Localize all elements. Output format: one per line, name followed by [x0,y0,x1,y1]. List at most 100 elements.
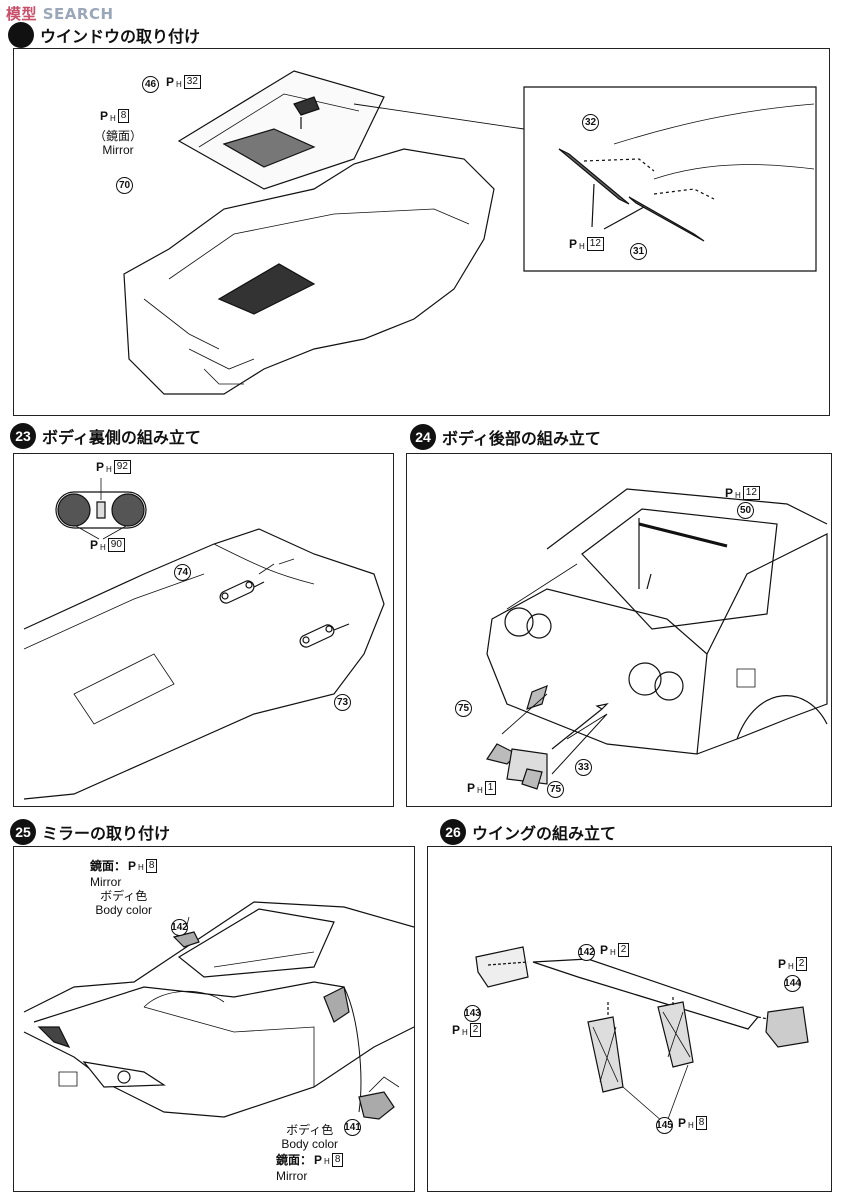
ph-letter: P [725,486,734,500]
ph-number: 12 [742,486,760,500]
part-46: 46 [142,76,159,93]
ph-number: 8 [145,859,158,873]
ph-letter: P [90,538,99,552]
mirror-en: Mirror [102,143,134,157]
ph-letter: P [600,943,609,957]
ph-number: 1 [484,781,497,795]
ph-number: 8 [117,109,130,123]
body-color-en-top: Body color [95,903,153,917]
part-70: 70 [116,177,133,194]
ph-sub: H [138,863,144,872]
mirror-jp: （鏡面） [94,129,143,143]
ph-letter: P [100,109,109,123]
part-50: 50 [737,502,754,519]
part-75-left: 75 [455,700,472,717]
ph-sub: H [106,464,112,474]
step-26-title: 26 ウイングの組み立て [440,819,616,845]
mirror-note: （鏡面） Mirror [94,129,142,157]
step-24-label: ボディ後部の組み立て [442,429,601,448]
part-32: 32 [582,114,599,131]
body-color-jp-bottom: ボディ色 [286,1123,334,1137]
step-24-number: 24 [410,424,436,450]
ph-letter: P [96,460,105,474]
ph-sub: H [579,241,585,251]
mirror-en-bottom: Mirror [276,1169,308,1183]
step-25-title: 25 ミラーの取り付け [10,819,170,845]
ph-sub: H [688,1120,694,1130]
step-22-label: ウインドウの取り付け [40,27,201,46]
ph-sub: H [477,785,483,795]
step-24-title: 24 ボディ後部の組み立て [410,424,601,450]
part-145: 145 [656,1117,673,1134]
part-143: 143 [464,1005,481,1022]
mirror-colon-label: 鏡面： [90,859,127,873]
ph-number: 8 [695,1116,708,1130]
ph-letter: P [778,957,787,971]
part-74: 74 [174,564,191,581]
step-24-illustration [407,454,831,806]
step-26-number: 26 [440,819,466,845]
step-23-illustration [14,454,393,806]
ph-letter: P [678,1116,687,1130]
step-26-label: ウイングの組み立て [472,824,617,843]
step-22-title: ウインドウの取り付け [8,22,200,48]
part-73: 73 [334,694,351,711]
step-23-title: 23 ボディ裏側の組み立て [10,423,201,449]
ph-sub: H [788,961,794,971]
mirror-colon-label: 鏡面： [276,1153,313,1167]
ph-number: 2 [617,943,630,957]
ph-number: 12 [586,237,604,251]
ph-letter: P [467,781,476,795]
part-142-wing: 142 [578,944,595,961]
step-22-number [8,22,34,48]
ph-letter: P [128,859,137,873]
ph-number: 90 [107,538,125,552]
ph-number: 92 [113,460,131,474]
ph-letter: P [569,237,578,251]
step-25-illustration [14,847,414,1191]
part-75-right: 75 [547,781,564,798]
step-22-illustration [14,49,829,415]
ph-letter: P [314,1153,323,1167]
ph-number: 32 [183,75,201,89]
body-color-en-bottom: Body color [281,1137,339,1151]
part-144: 144 [784,975,801,992]
ph-number: 2 [795,957,808,971]
step-25-label: ミラーの取り付け [42,824,171,843]
ph-sub: H [176,79,182,89]
part-33: 33 [575,759,592,776]
ph-sub: H [735,490,741,500]
step-25-number: 25 [10,819,36,845]
ph-letter: P [452,1023,461,1037]
part-142-mirror: 142 [171,919,188,936]
watermark-text: SEARCH [42,5,114,23]
watermark: 模型 SEARCH [6,3,114,24]
step-26-illustration [428,847,831,1191]
ph-sub: H [462,1027,468,1037]
ph-sub: H [324,1157,330,1166]
part-141: 141 [344,1119,361,1136]
step-23-number: 23 [10,423,36,449]
ph-number: 8 [331,1153,344,1167]
step-23-label: ボディ裏側の組み立て [42,428,201,447]
ph-sub: H [100,542,106,552]
